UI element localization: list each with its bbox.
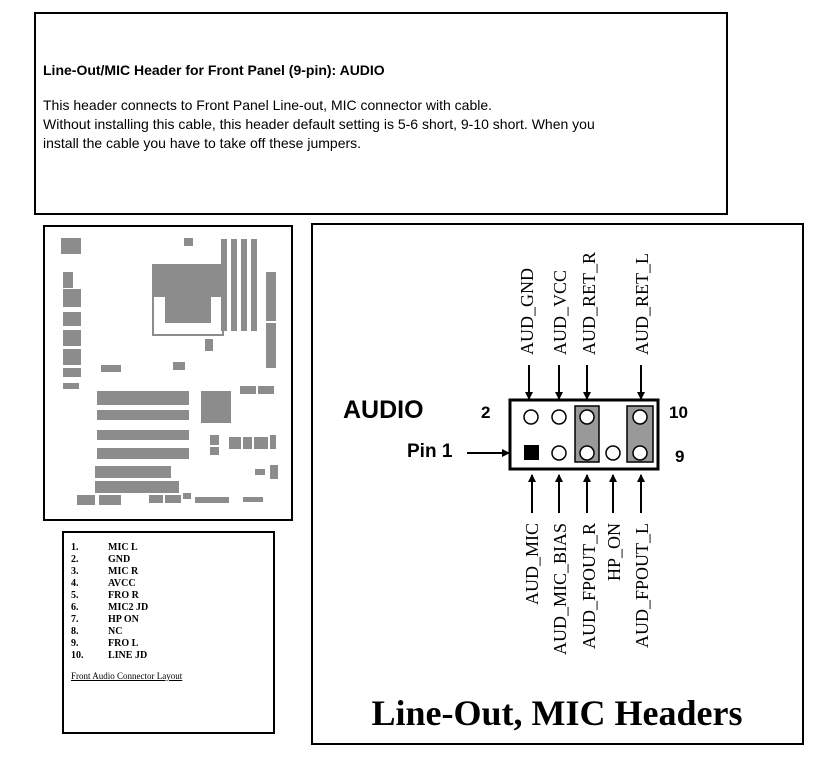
- label-aud-ret-r: AUD_RET_R: [579, 252, 599, 355]
- legend-caption: Front Audio Connector Layout: [71, 671, 183, 681]
- pin-3: [551, 445, 567, 461]
- motherboard-layout-image: [61, 238, 278, 505]
- pin-number-10: 10: [669, 403, 688, 422]
- pin-1-square: [524, 445, 539, 460]
- pin-4: [551, 409, 567, 425]
- pin1-label: Pin 1: [407, 441, 453, 462]
- pin-6: [579, 409, 595, 425]
- pin-7: [605, 445, 621, 461]
- description-line-1: This header connects to Front Panel Line…: [43, 97, 493, 113]
- pin-9: [632, 445, 648, 461]
- description-line-2: Without installing this cable, this head…: [43, 116, 595, 132]
- pin-number-2: 2: [481, 403, 490, 422]
- description-panel: Line-Out/MIC Header for Front Panel (9-p…: [34, 12, 728, 215]
- description-title: Line-Out/MIC Header for Front Panel (9-p…: [43, 62, 385, 78]
- label-aud-fpout-r: AUD_FPOUT_R: [579, 523, 599, 649]
- label-aud-vcc: AUD_VCC: [550, 270, 570, 355]
- audio-header-diagram: AUD_GND AUD_VCC AUD_RET_R AUD_RET_L AUDI…: [343, 252, 743, 733]
- pin-10: [632, 409, 648, 425]
- label-aud-ret-l: AUD_RET_L: [632, 253, 652, 355]
- motherboard-layout-panel: [43, 225, 293, 521]
- label-aud-fpout-l: AUD_FPOUT_L: [632, 523, 652, 648]
- label-aud-gnd: AUD_GND: [517, 268, 537, 355]
- pin-5: [579, 445, 595, 461]
- description-line-3: install the cable you have to take off t…: [43, 135, 362, 151]
- pin-legend-panel: 1.MIC L 2.GND 3.MIC R 4.AVCC 5.FRO R 6.M…: [62, 531, 275, 734]
- audio-header-diagram-panel: AUD_GND AUD_VCC AUD_RET_R AUD_RET_L AUDI…: [311, 223, 804, 745]
- pin-2: [523, 409, 539, 425]
- pin-number-9: 9: [675, 447, 684, 466]
- diagram-caption: Line-Out, MIC Headers: [372, 693, 743, 733]
- header-name: AUDIO: [343, 396, 424, 424]
- label-hp-on: HP_ON: [604, 523, 624, 581]
- label-aud-mic: AUD_MIC: [522, 523, 542, 605]
- label-aud-mic-bias: AUD_MIC_BIAS: [550, 523, 570, 655]
